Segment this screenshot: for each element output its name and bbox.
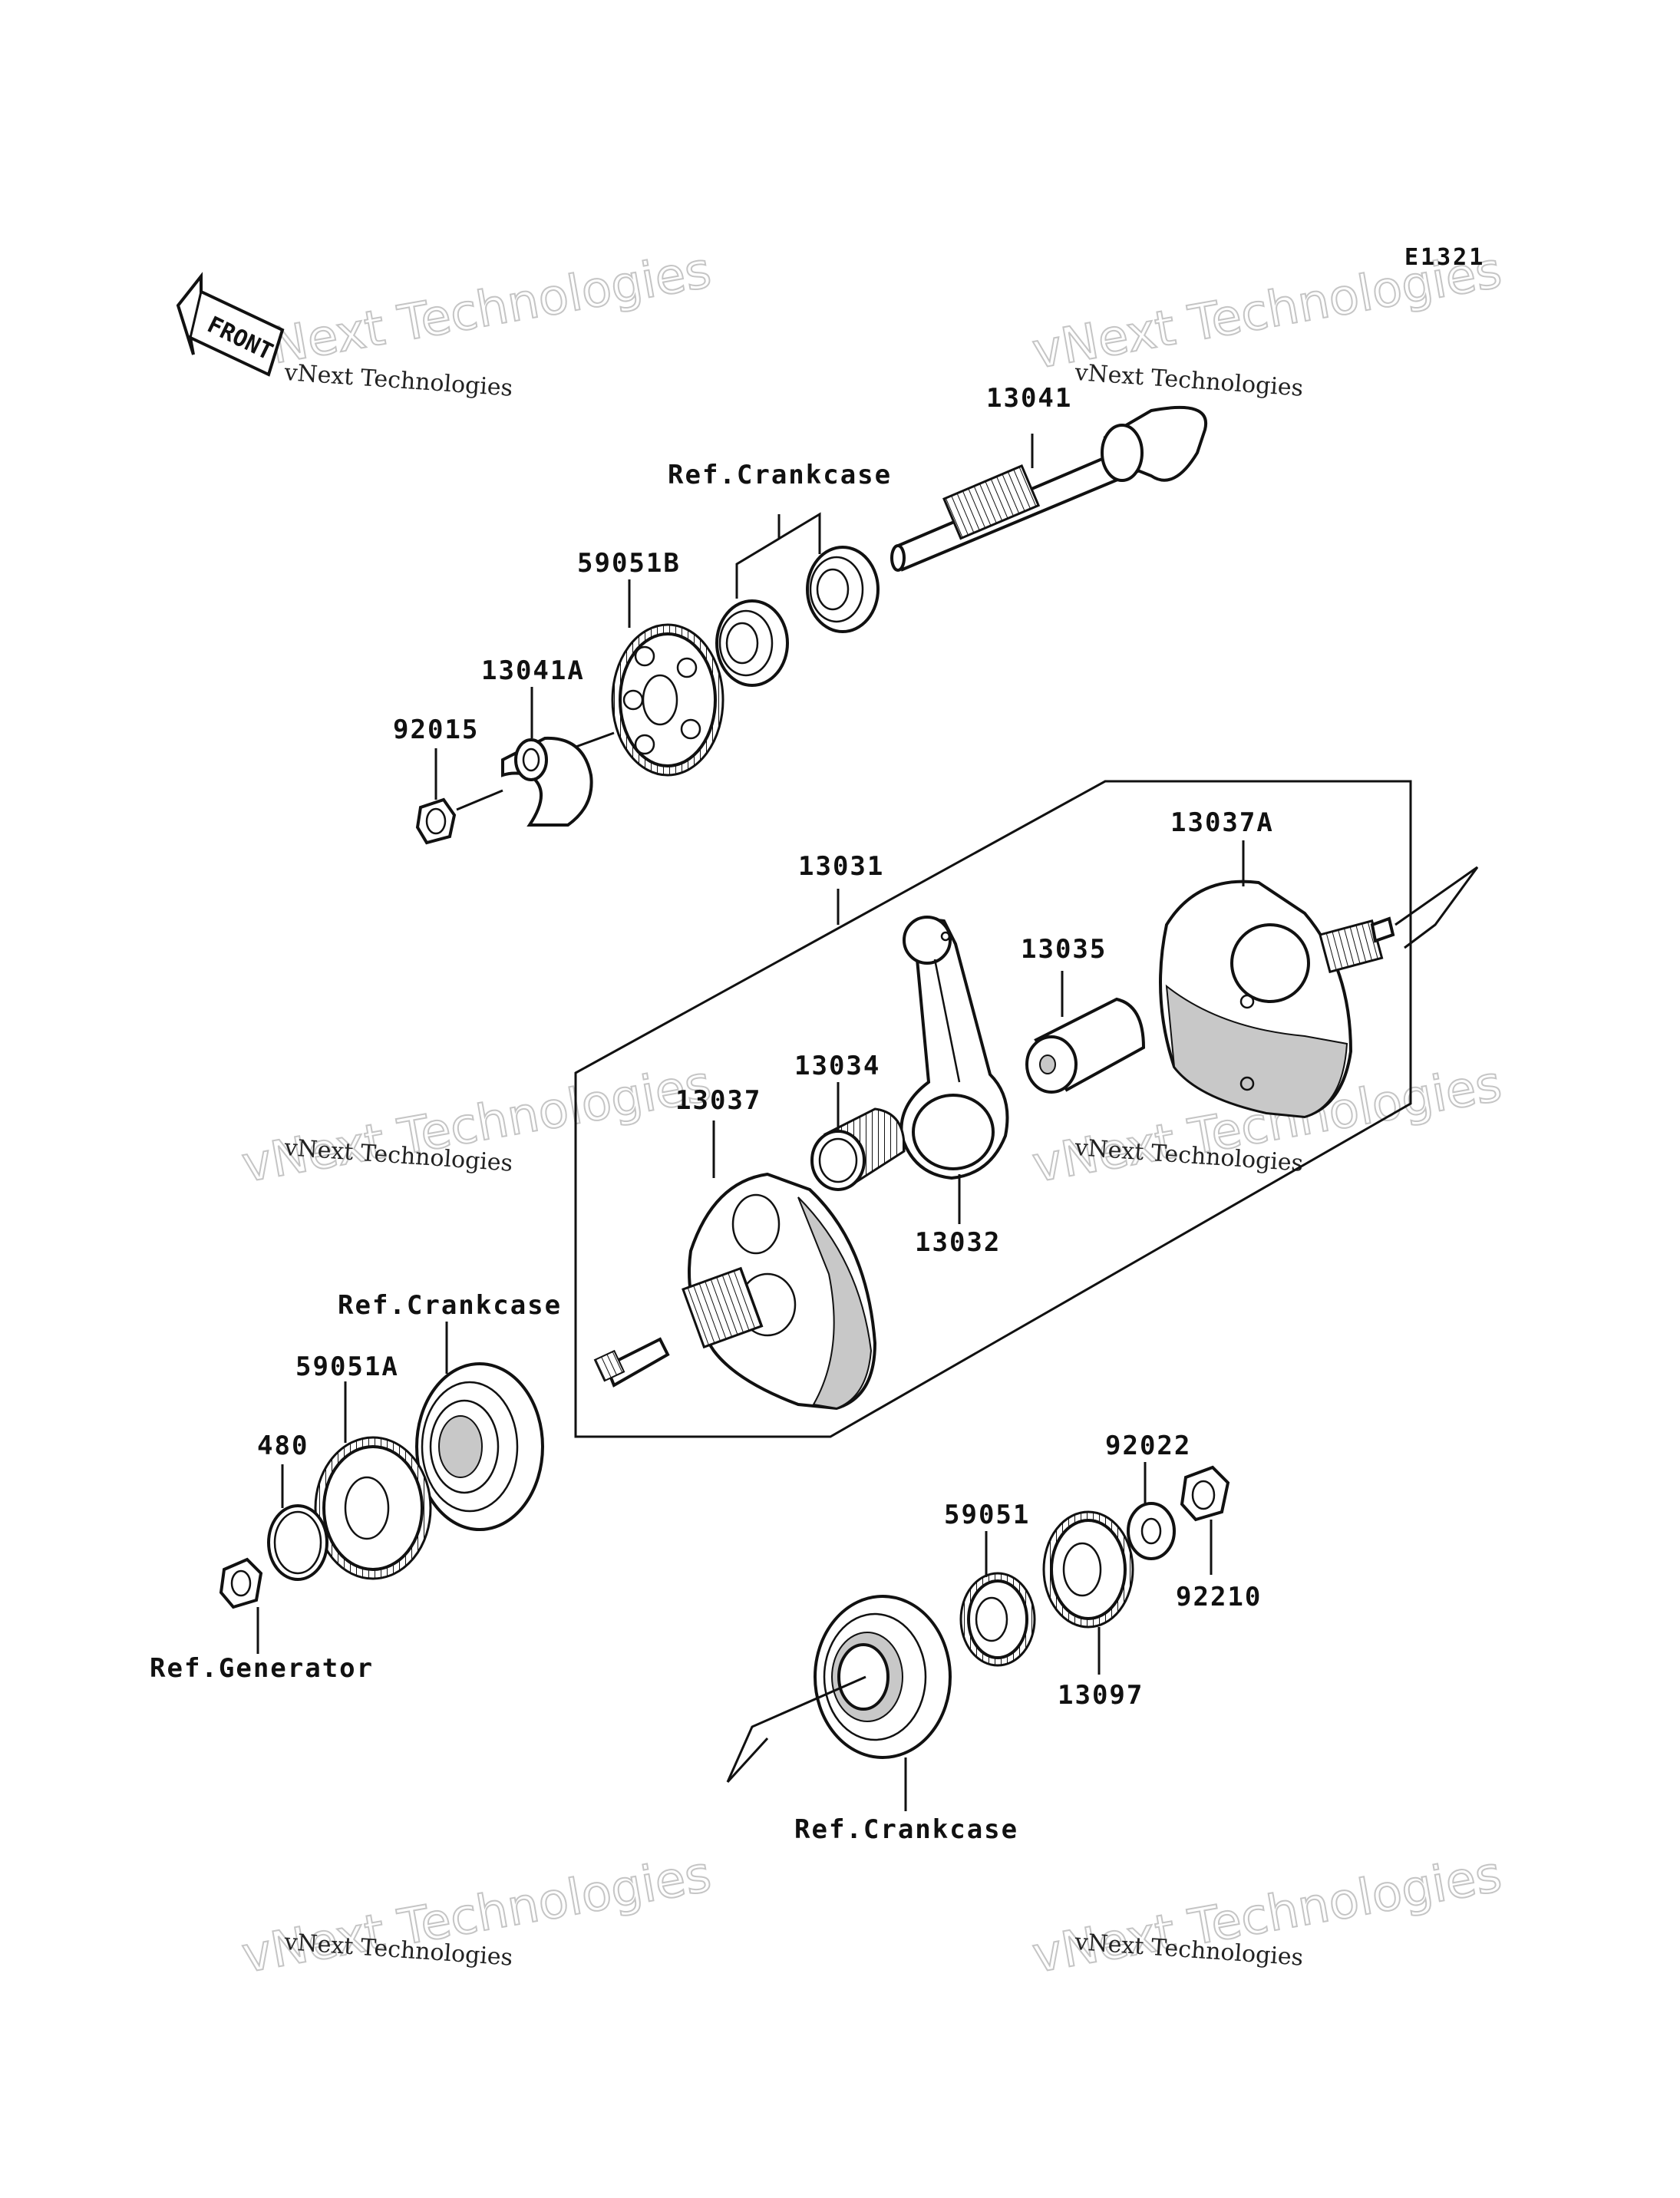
label-92015: 92015 <box>393 715 479 745</box>
label-ref-crankcase-top: Ref.Crankcase <box>668 460 892 490</box>
label-13037A: 13037A <box>1170 807 1274 838</box>
label-59051B: 59051B <box>577 548 681 579</box>
part-92210-nut <box>1180 1465 1230 1522</box>
generator-nut <box>219 1557 263 1609</box>
watermark-top-left: vNext Technologies vNext Technologies <box>237 241 716 402</box>
label-92210: 92210 <box>1176 1582 1262 1612</box>
watermark-text: vNext Technologies <box>238 242 715 380</box>
diagram-code: E1321 <box>1404 244 1485 271</box>
part-13037-crank-web <box>593 1172 877 1411</box>
label-13037: 13037 <box>675 1085 761 1116</box>
label-13034: 13034 <box>794 1051 880 1081</box>
label-13032: 13032 <box>915 1227 1001 1258</box>
part-59051-gear <box>959 1572 1036 1667</box>
part-92015-nut <box>415 797 457 845</box>
shaft-pointer-left <box>726 1675 866 1783</box>
shaft-line-92015 <box>456 789 503 811</box>
label-92022: 92022 <box>1105 1431 1191 1461</box>
shaft-pointer-right <box>1394 866 1479 949</box>
label-13097: 13097 <box>1058 1680 1144 1711</box>
part-13041A-balancer-weight <box>501 736 593 827</box>
label-13035: 13035 <box>1021 934 1107 965</box>
label-ref-crankcase-mid: Ref.Crankcase <box>338 1290 562 1321</box>
front-arrow-icon: FRONT <box>176 272 285 377</box>
label-ref-generator: Ref.Generator <box>150 1653 374 1684</box>
label-13041A: 13041A <box>481 655 585 686</box>
bearing-top-right <box>806 546 880 633</box>
shaft-pointer-left-tail <box>726 1737 769 1784</box>
bearing-top-left <box>715 599 789 687</box>
label-13041: 13041 <box>986 383 1072 414</box>
part-13041-balancer-shaft <box>890 405 1208 572</box>
crankshaft-assembly-frame <box>574 780 1412 1438</box>
part-59051B-gear <box>611 623 724 777</box>
watermark-mid-left: vNext Technologies vNext Technologies <box>237 1054 716 1194</box>
part-13097-gear <box>1042 1510 1134 1629</box>
watermark-bottom-left: vNext Technologies vNext Technologies <box>237 1845 716 1985</box>
part-13035-crank-pin <box>1025 997 1146 1094</box>
bearing-bottom <box>814 1595 952 1759</box>
label-13031: 13031 <box>798 851 884 882</box>
bearing-mid <box>415 1362 544 1531</box>
watermark-text: vNext Technologies <box>1073 359 1304 402</box>
part-13034-needle-bearing <box>810 1107 906 1191</box>
part-92022-washer <box>1127 1502 1176 1560</box>
part-59051A-gear <box>314 1436 432 1580</box>
shaft-line-59051B <box>571 731 615 750</box>
part-13032-connecting-rod <box>899 916 1009 1180</box>
watermark-text: vNext Technologies <box>282 359 513 402</box>
label-ref-crankcase-bottom: Ref.Crankcase <box>794 1814 1018 1845</box>
part-13037A-crank-web <box>1159 880 1395 1119</box>
label-59051A: 59051A <box>295 1351 399 1382</box>
label-480: 480 <box>257 1431 309 1461</box>
watermark-bottom-right: vNext Technologies vNext Technologies <box>1028 1845 1507 1985</box>
part-480-circlip <box>267 1504 328 1581</box>
label-59051: 59051 <box>944 1500 1030 1530</box>
